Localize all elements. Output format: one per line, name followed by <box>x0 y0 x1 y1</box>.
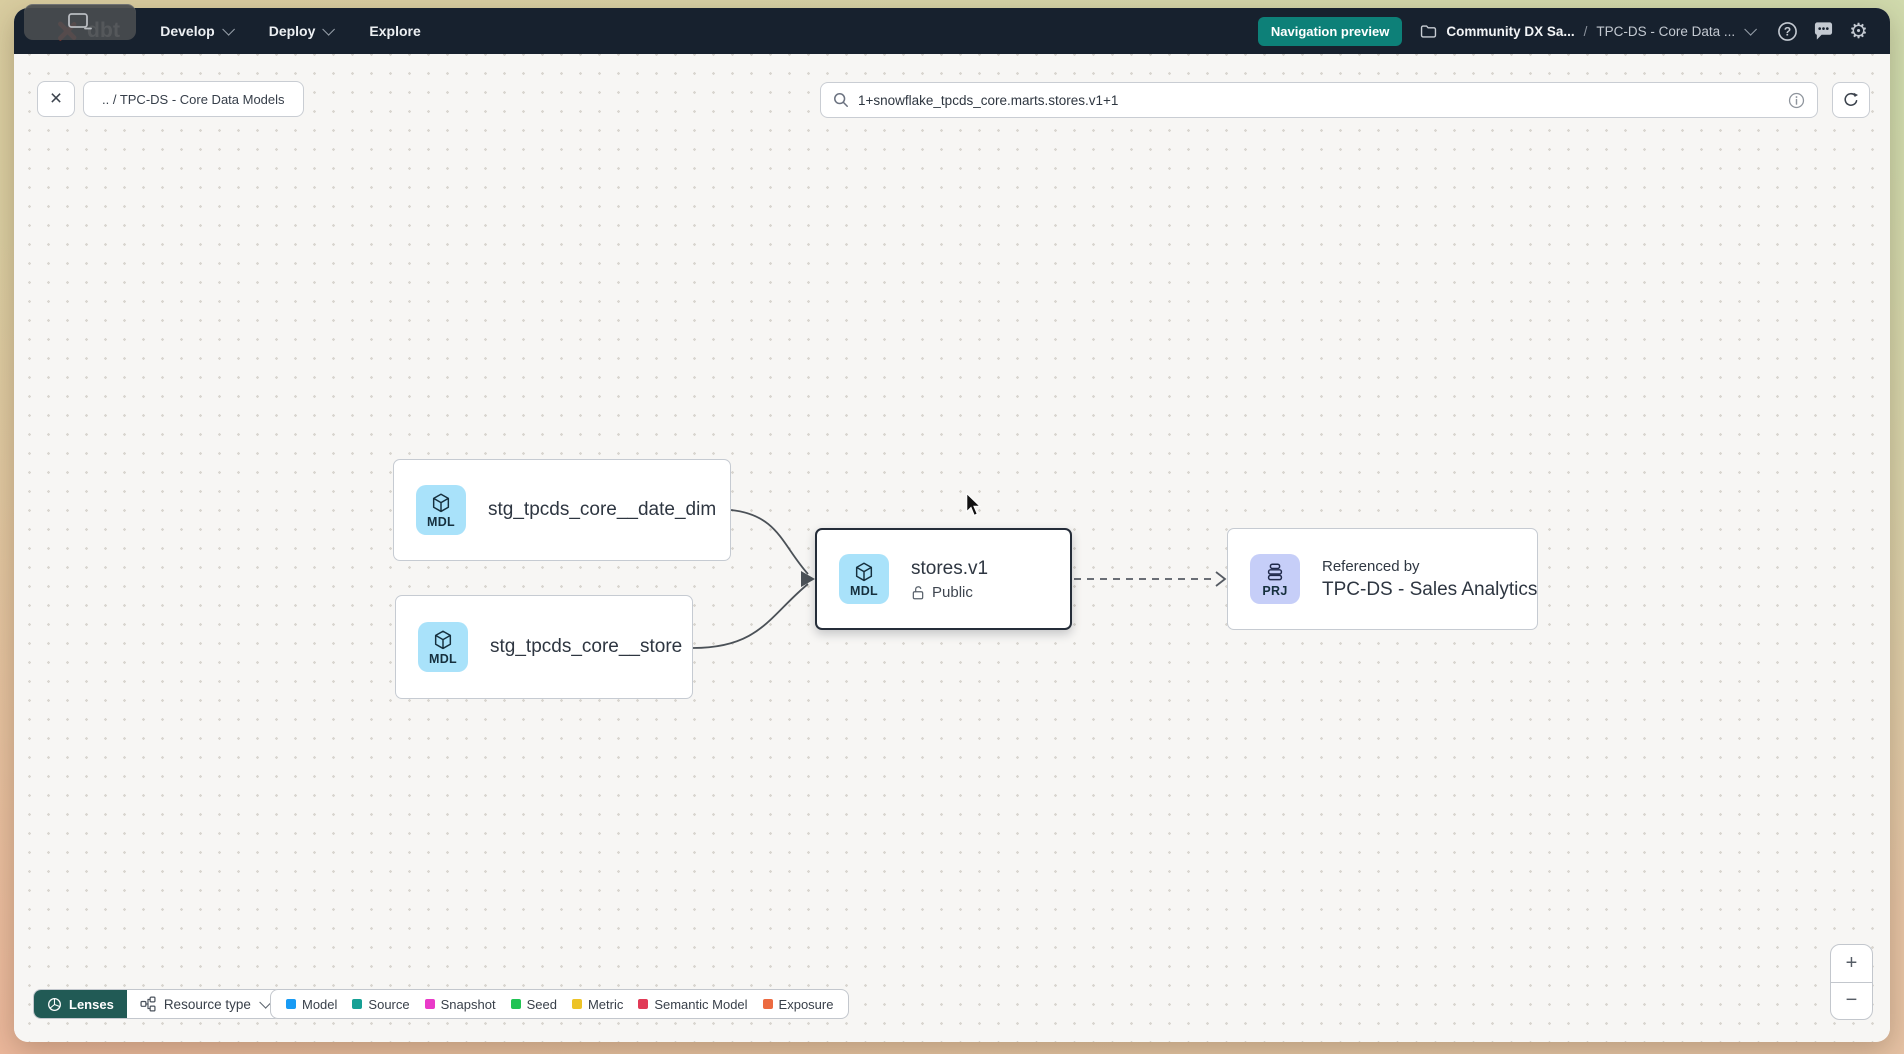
referenced-by-label: Referenced by <box>1322 557 1420 575</box>
legend-label: Metric <box>587 996 624 1012</box>
lenses-control-group: Lenses Resource type <box>33 989 282 1019</box>
legend-label: Seed <box>526 996 557 1012</box>
semantic-model-swatch-icon <box>638 999 649 1009</box>
resource-type-dropdown[interactable]: Resource type <box>126 990 281 1018</box>
source-swatch-icon <box>352 999 363 1009</box>
breadcrumb-account[interactable]: Community DX Sa... <box>1446 23 1575 39</box>
arrowhead-icon <box>1215 571 1227 587</box>
model-cube-icon <box>855 562 873 581</box>
navigation-preview-badge[interactable]: Navigation preview <box>1257 16 1403 46</box>
lock-open-icon <box>912 585 924 599</box>
model-swatch-icon <box>286 999 296 1009</box>
menu-deploy-label: Deploy <box>268 23 316 39</box>
legend-item-source: Source <box>352 996 410 1012</box>
menu-explore-label: Explore <box>369 23 421 39</box>
lenses-icon <box>48 997 61 1011</box>
model-badge: MDL <box>416 485 466 535</box>
minus-icon: − <box>1845 989 1858 1012</box>
lenses-label: Lenses <box>69 996 114 1012</box>
refresh-button[interactable] <box>1832 82 1870 118</box>
display-icon <box>68 13 92 30</box>
node-label: stores.v1 <box>911 557 989 579</box>
refresh-icon <box>1844 92 1859 106</box>
lineage-breadcrumb-label: .. / TPC-DS - Core Data Models <box>102 91 285 107</box>
badge-label: PRJ <box>1262 583 1288 598</box>
arrowhead-icon <box>801 571 815 587</box>
resource-type-icon <box>140 996 156 1012</box>
node-label: TPC-DS - Sales Analytics <box>1322 578 1538 600</box>
badge-label: MDL <box>429 651 457 666</box>
edge-date-dim-to-stores <box>730 509 809 575</box>
top-navbar: dbt Develop Deploy Explore Navigation pr… <box>14 8 1890 54</box>
resource-legend: Model Source Snapshot Seed Metric <box>270 989 850 1019</box>
breadcrumb-project[interactable]: TPC-DS - Core Data ... <box>1596 23 1736 39</box>
search-input[interactable] <box>858 92 1779 108</box>
search-icon <box>834 93 848 107</box>
mouse-cursor <box>966 493 981 516</box>
gear-icon[interactable]: ⚙ <box>1849 19 1868 43</box>
legend-item-snapshot: Snapshot <box>424 996 496 1012</box>
chevron-down-icon <box>221 22 235 36</box>
legend-label: Model <box>302 996 338 1012</box>
node-label: stg_tpcds_core__store <box>490 636 683 657</box>
badge-label: MDL <box>850 583 878 598</box>
legend-label: Snapshot <box>440 996 496 1012</box>
badge-label: MDL <box>427 514 455 529</box>
node-stg-tpcds-core-store[interactable]: MDL stg_tpcds_core__store <box>395 595 693 699</box>
legend-item-metric: Metric <box>571 996 624 1012</box>
menu-deploy[interactable]: Deploy <box>268 22 336 39</box>
navbar-right: Navigation preview Community DX Sa... / … <box>1257 16 1868 46</box>
legend-label: Source <box>368 996 410 1012</box>
project-stack-icon <box>1267 562 1283 580</box>
chevron-down-icon[interactable] <box>1744 22 1758 36</box>
breadcrumb-separator: / <box>1583 23 1588 39</box>
node-tpcds-sales-analytics[interactable]: PRJ Referenced by TPC-DS - Sales Analyti… <box>1227 528 1538 630</box>
lineage-search <box>820 82 1818 118</box>
zoom-in-button[interactable]: + <box>1831 945 1872 983</box>
close-button[interactable]: × <box>37 81 75 117</box>
help-icon[interactable]: ? <box>1777 21 1798 42</box>
screen-recorder-widget[interactable] <box>24 4 136 40</box>
node-stg-tpcds-core-date-dim[interactable]: MDL stg_tpcds_core__date_dim <box>393 459 731 561</box>
node-label: stg_tpcds_core__date_dim <box>488 499 717 520</box>
navbar-icons: ? ⚙ <box>1777 21 1868 42</box>
access-label: Public <box>932 583 973 601</box>
metric-swatch-icon <box>571 999 582 1009</box>
dbt-app-window: dbt Develop Deploy Explore Navigation pr… <box>14 8 1890 1042</box>
lenses-button[interactable]: Lenses <box>34 990 127 1018</box>
menu-develop[interactable]: Develop <box>160 22 235 39</box>
project-badge: PRJ <box>1250 554 1300 604</box>
model-badge: MDL <box>418 622 468 672</box>
resource-type-label: Resource type <box>163 996 251 1012</box>
seed-swatch-icon <box>510 999 521 1009</box>
chevron-down-icon <box>322 22 336 36</box>
edge-store-to-stores <box>692 583 809 649</box>
legend-item-seed: Seed <box>510 996 557 1012</box>
lineage-canvas[interactable]: × .. / TPC-DS - Core Data Models <box>14 54 1890 1042</box>
legend-item-model: Model <box>286 997 337 1012</box>
menu-develop-label: Develop <box>160 23 215 39</box>
exposure-swatch-icon <box>762 999 773 1009</box>
legend-item-semantic-model: Semantic Model <box>638 996 748 1012</box>
legend-item-exposure: Exposure <box>762 996 834 1012</box>
plus-icon: + <box>1845 951 1858 974</box>
info-icon[interactable] <box>1788 92 1805 109</box>
breadcrumb: Community DX Sa... / TPC-DS - Core Data … <box>1420 22 1758 39</box>
zoom-out-button[interactable]: − <box>1831 983 1872 1020</box>
svg-text:?: ? <box>1784 24 1791 38</box>
feedback-icon[interactable] <box>1813 21 1834 41</box>
model-cube-icon <box>434 630 452 649</box>
folder-icon <box>1421 24 1437 38</box>
node-stores-v1[interactable]: MDL stores.v1 Public <box>815 528 1072 630</box>
legend-label: Semantic Model <box>654 996 748 1012</box>
legend-label: Exposure <box>778 996 834 1012</box>
model-cube-icon <box>432 493 450 512</box>
model-badge: MDL <box>839 554 889 604</box>
snapshot-swatch-icon <box>424 999 435 1009</box>
main-menu: Develop Deploy Explore <box>160 22 421 39</box>
close-icon: × <box>49 87 63 110</box>
lineage-breadcrumb-chip[interactable]: .. / TPC-DS - Core Data Models <box>83 81 304 117</box>
menu-explore[interactable]: Explore <box>369 23 420 39</box>
zoom-controls: + − <box>1830 944 1873 1020</box>
